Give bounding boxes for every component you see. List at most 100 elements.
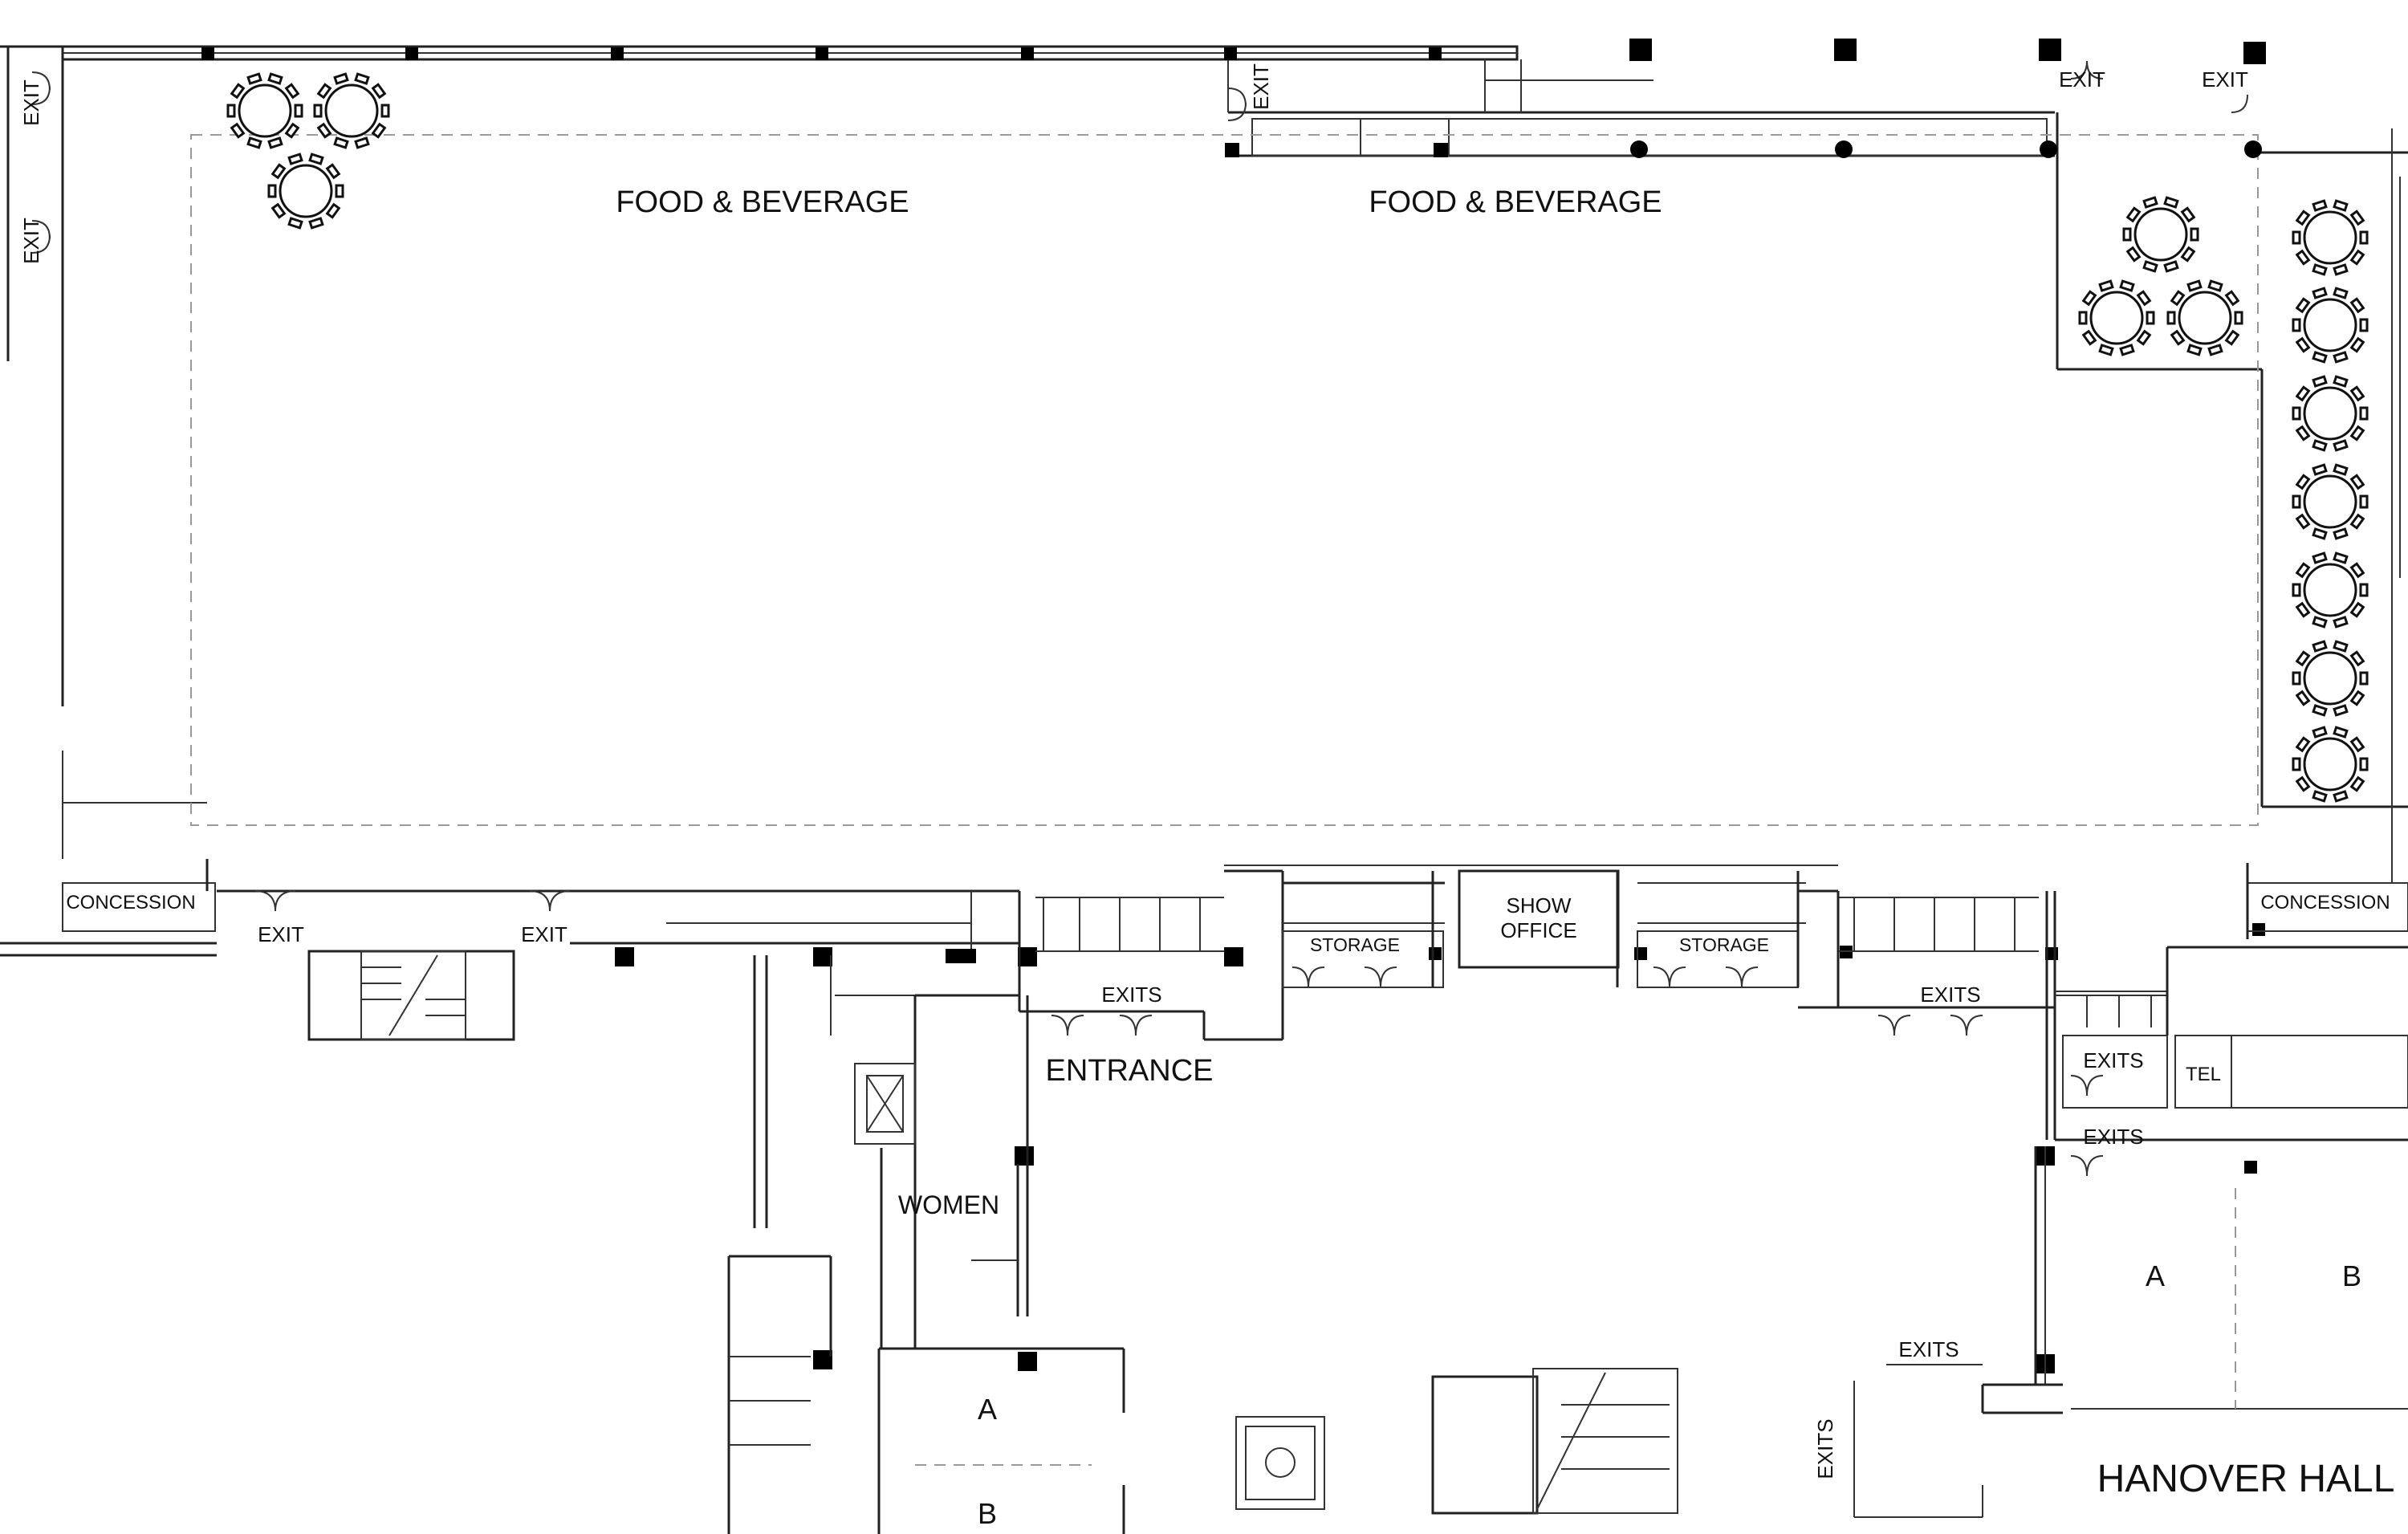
chair bbox=[2170, 329, 2186, 346]
exit-label: EXIT bbox=[1249, 63, 1273, 110]
restroom-block bbox=[727, 955, 1125, 1534]
table-top bbox=[2303, 298, 2357, 352]
entrance-corridor-walls bbox=[1018, 863, 2408, 1141]
chair bbox=[2081, 329, 2097, 346]
chair bbox=[287, 153, 303, 165]
table-top bbox=[2303, 563, 2357, 617]
chair bbox=[2295, 425, 2311, 441]
exit-label: EXIT bbox=[2202, 67, 2248, 92]
main-hall-walls bbox=[0, 45, 2408, 957]
chair bbox=[2349, 513, 2365, 530]
chair bbox=[2349, 601, 2365, 618]
chair bbox=[2295, 736, 2311, 753]
chair bbox=[354, 136, 370, 149]
chair bbox=[2163, 196, 2179, 209]
chair bbox=[2292, 757, 2301, 771]
chair bbox=[2349, 210, 2365, 226]
chair bbox=[284, 83, 300, 100]
chair bbox=[2333, 640, 2349, 653]
chair bbox=[267, 136, 283, 149]
chair bbox=[2312, 351, 2328, 364]
chair bbox=[2333, 551, 2349, 564]
chair bbox=[2359, 230, 2369, 245]
table-top bbox=[2133, 207, 2188, 262]
chair bbox=[2333, 726, 2349, 739]
storage-west-label: STORAGE bbox=[1310, 934, 1400, 955]
chair bbox=[308, 153, 324, 165]
chair bbox=[2295, 601, 2311, 618]
chair bbox=[2122, 227, 2132, 242]
chair bbox=[2333, 199, 2349, 212]
chair bbox=[2098, 344, 2114, 356]
hanover-hall-walls bbox=[1853, 1146, 2408, 1518]
chair bbox=[308, 217, 324, 230]
chair bbox=[294, 104, 303, 118]
chair bbox=[2207, 279, 2223, 292]
chair bbox=[2333, 351, 2349, 364]
chair bbox=[2312, 616, 2328, 629]
chair bbox=[2312, 704, 2328, 717]
round-table bbox=[2166, 279, 2243, 356]
food-beverage-west-label: FOOD & BEVERAGE bbox=[616, 185, 909, 219]
chair bbox=[2292, 583, 2301, 597]
chair bbox=[2312, 439, 2328, 452]
chair bbox=[2180, 246, 2196, 262]
chair bbox=[2292, 671, 2301, 686]
chair bbox=[2295, 562, 2311, 579]
table-top bbox=[238, 83, 292, 138]
table-top bbox=[2178, 291, 2232, 345]
chair bbox=[2190, 227, 2199, 242]
chair bbox=[270, 163, 287, 180]
table-top bbox=[279, 164, 333, 218]
door-swings bbox=[31, 60, 2248, 1177]
exits-label: EXITS bbox=[2083, 1048, 2143, 1072]
tel-label: TEL bbox=[2186, 1064, 2221, 1085]
chair bbox=[2312, 199, 2328, 212]
chair bbox=[2186, 279, 2203, 292]
chair bbox=[2186, 344, 2203, 356]
chair bbox=[2295, 249, 2311, 266]
chair bbox=[287, 217, 303, 230]
chair bbox=[2359, 583, 2369, 597]
chair bbox=[2125, 206, 2142, 223]
chair bbox=[2333, 790, 2349, 803]
chair bbox=[2180, 206, 2196, 223]
chair bbox=[246, 136, 262, 149]
concession-west-label: CONCESSION bbox=[66, 892, 195, 913]
chair bbox=[2136, 329, 2152, 346]
chair bbox=[2136, 290, 2152, 307]
chair bbox=[2146, 311, 2155, 325]
chair bbox=[2163, 260, 2179, 273]
chair bbox=[2349, 690, 2365, 706]
chair bbox=[2170, 290, 2186, 307]
chair bbox=[2359, 757, 2369, 771]
chair bbox=[2292, 230, 2301, 245]
chair bbox=[2207, 344, 2223, 356]
chair bbox=[2349, 425, 2365, 441]
chair bbox=[2333, 704, 2349, 717]
room-labels: FOOD & BEVERAGE FOOD & BEVERAGE CONCESSI… bbox=[66, 185, 2394, 1530]
chair bbox=[2078, 311, 2088, 325]
chair bbox=[354, 72, 370, 85]
chair bbox=[2166, 311, 2176, 325]
chair bbox=[2224, 290, 2240, 307]
chair bbox=[2295, 385, 2311, 402]
chair bbox=[270, 202, 287, 219]
chair bbox=[2119, 344, 2135, 356]
table-top bbox=[324, 83, 379, 138]
chair bbox=[267, 184, 277, 198]
table-top bbox=[2303, 737, 2357, 791]
chair bbox=[2142, 196, 2158, 209]
exits-label: EXITS bbox=[1920, 983, 1980, 1007]
chair bbox=[2333, 263, 2349, 276]
chair bbox=[2295, 690, 2311, 706]
chair bbox=[246, 72, 262, 85]
chair bbox=[325, 163, 341, 180]
exits-label: EXITS bbox=[1101, 983, 1161, 1007]
chair bbox=[2295, 210, 2311, 226]
section-a-south-label: A bbox=[978, 1393, 997, 1426]
chair bbox=[380, 104, 390, 118]
chair bbox=[2295, 336, 2311, 353]
section-a-east-label: A bbox=[2146, 1259, 2165, 1292]
round-tables bbox=[226, 72, 2369, 803]
